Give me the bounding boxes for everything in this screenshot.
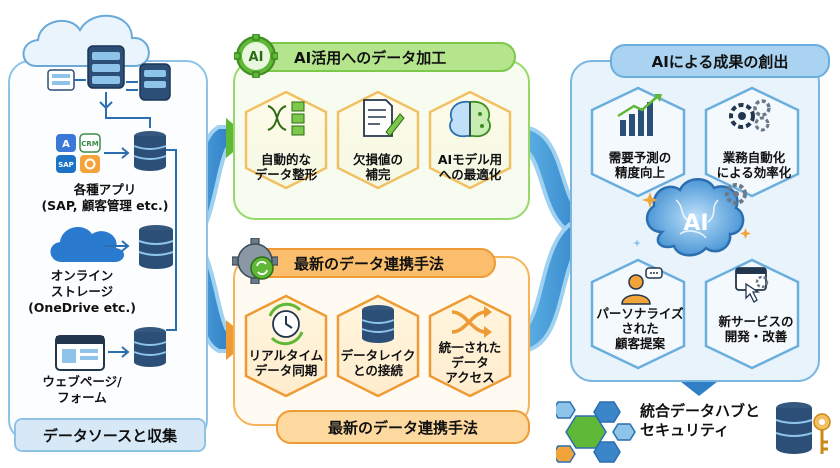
results-item-4-label: 新サービスの 開発・改善: [718, 314, 794, 344]
source-storage-label: オンライン ストレージ (OneDrive etc.): [28, 268, 136, 315]
hex-network-icon: [556, 401, 636, 463]
integration-title-text: 最新のデータ連携手法: [294, 254, 445, 273]
source-apps-label: 各種アプリ (SAP, 顧客管理 etc.): [41, 182, 169, 213]
integration-bottom-label: 最新のデータ連携手法: [276, 410, 530, 444]
results-title-text: AIによる成果の創出: [651, 52, 789, 71]
hub-label: 統合データハブと セキュリティ: [640, 402, 761, 439]
ai-gear-icon: AI: [234, 34, 278, 78]
browser-click-icon: [735, 267, 769, 303]
hex-personalize: [590, 258, 686, 370]
processing-title: AI活用へのデータ加工: [244, 42, 516, 72]
ai-brain-text: AI: [683, 211, 708, 236]
hex-auto-format: [244, 90, 328, 190]
database-icon: [361, 305, 395, 343]
data-source-footer: データソースと収集: [14, 418, 206, 452]
bar-chart-icon: [617, 94, 662, 136]
sync-gear-icon: [232, 238, 278, 284]
integration-item-3-label: 統一された データ アクセス: [438, 340, 502, 385]
integration-item-2-label: データレイク との接続: [340, 348, 416, 378]
brain-circuit-icon: [449, 100, 491, 138]
hub-graphics: [556, 401, 831, 463]
user-chat-icon: [621, 267, 663, 305]
integration-item-1-label: リアルタイム データ同期: [248, 348, 324, 378]
gears-icon: [729, 99, 771, 132]
results-graphics: AI: [590, 86, 800, 370]
hex-ai-optimize: [428, 90, 512, 190]
hex-demand-forecast: [590, 86, 686, 198]
processing-item-1-label: 自動的な データ整形: [254, 152, 318, 182]
hex-automation: [704, 86, 800, 198]
results-title: AIによる成果の創出: [610, 44, 830, 78]
processing-item-2-label: 欠損値の 補完: [352, 152, 403, 182]
key-icon: [813, 413, 831, 454]
hex-new-services: [704, 258, 800, 370]
source-web-label: ウェブページ/ フォーム: [42, 374, 122, 405]
results-item-1-label: 需要予測の 精度向上: [608, 150, 672, 180]
processing-hexes: [244, 90, 512, 190]
processing-item-3-label: AIモデル用 への最適化: [437, 152, 503, 182]
hex-missing-values: [336, 90, 420, 190]
integration-hexes: [244, 294, 512, 398]
processing-title-text: AI活用へのデータ加工: [294, 48, 447, 67]
hex-data-lake: [336, 294, 420, 398]
flow-icon: [267, 101, 305, 136]
results-item-2-label: 業務自動化 による効率化: [716, 150, 792, 180]
ai-badge-text: AI: [249, 50, 264, 65]
integration-title: 最新のデータ連携手法: [244, 248, 496, 278]
sync-clock-icon: [268, 302, 304, 346]
document-edit-icon: [363, 99, 405, 137]
shuffle-icon: [451, 306, 492, 338]
security-database-icon: [775, 402, 813, 454]
integration-bottom-text: 最新のデータ連携手法: [327, 418, 478, 437]
hex-realtime-sync: [244, 294, 328, 398]
results-item-3-label: パーソナライズ された 顧客提案: [596, 306, 684, 351]
hex-unified-access: [428, 294, 512, 398]
ai-brain-icon: AI: [633, 178, 751, 257]
